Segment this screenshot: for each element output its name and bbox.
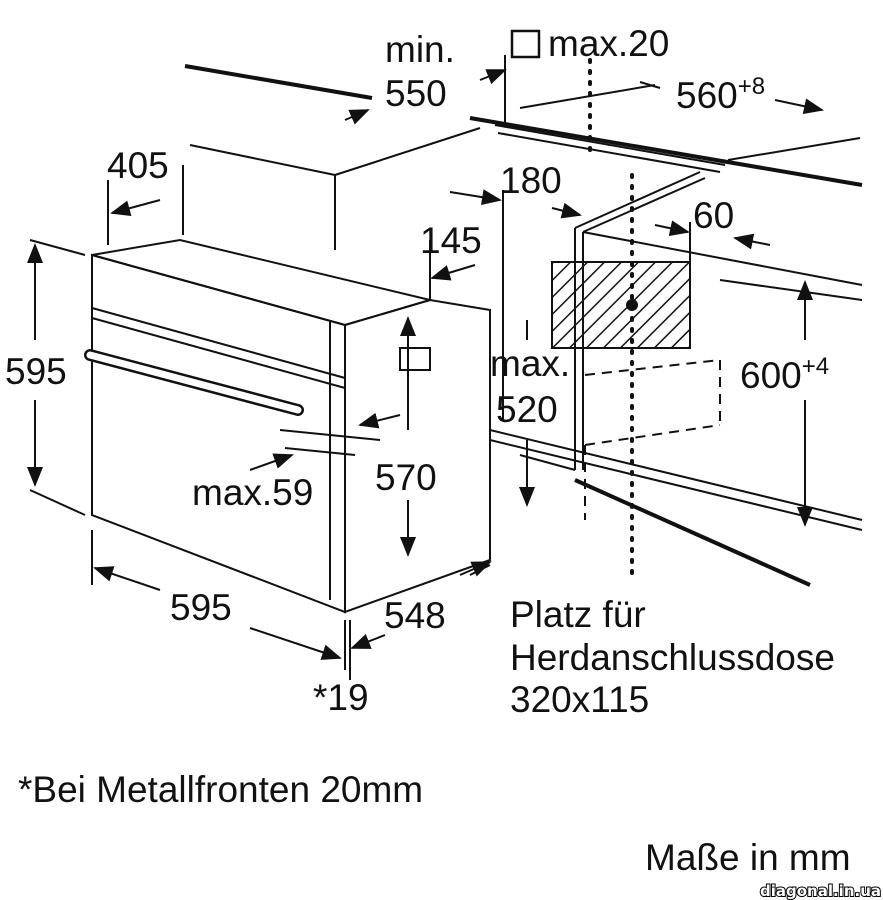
- label-max20: max.20: [548, 23, 669, 64]
- label-width-560: 560+8: [676, 73, 765, 116]
- label-max59: max.59: [192, 472, 313, 513]
- label-star19: *19: [313, 677, 369, 718]
- label-depth-548: 548: [384, 595, 446, 636]
- label-180: 180: [500, 160, 562, 201]
- worktop: [184, 64, 863, 187]
- label-height-595: 595: [5, 351, 67, 392]
- watermark: diagonal.in.ua: [760, 882, 881, 900]
- footnote: *Bei Metallfronten 20mm: [18, 769, 423, 810]
- label-depth-550: 550: [385, 73, 447, 114]
- socket-label-line1: Platz für: [510, 594, 646, 635]
- label-145: 145: [420, 220, 482, 261]
- dimension-lines: [27, 55, 863, 680]
- label-max: max.: [490, 343, 570, 384]
- label-height-570: 570: [375, 457, 437, 498]
- label-width-595: 595: [170, 587, 232, 628]
- oven-side-bracket: [399, 347, 431, 371]
- label-min: min.: [385, 29, 455, 70]
- label-depth-405: 405: [107, 145, 169, 186]
- label-height-600: 600+4: [740, 353, 829, 396]
- label-60: 60: [693, 195, 734, 236]
- socket-area-hatch: [551, 261, 691, 349]
- square-hole-icon: [510, 29, 541, 59]
- units-note: Maße in mm: [645, 837, 851, 878]
- socket-label-line2: Herdanschlussdose: [510, 637, 835, 678]
- socket-label-line3: 320x115: [510, 679, 649, 720]
- label-520: 520: [496, 389, 558, 430]
